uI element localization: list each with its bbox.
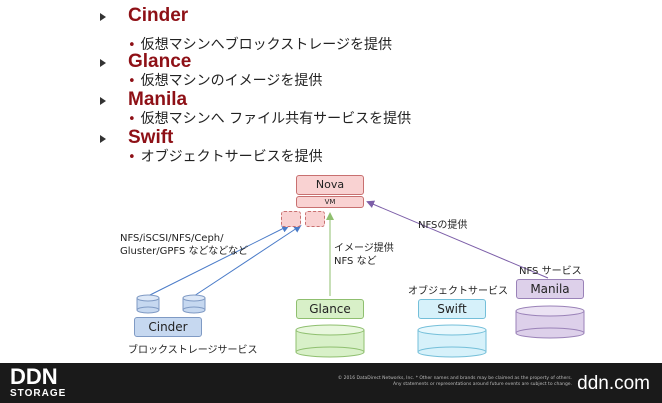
legal-line1: © 2016 DataDirect Networks, Inc. * Other…: [337, 376, 572, 381]
cinder-protocols-line2: Gluster/GPFS などなどなど: [120, 246, 249, 257]
dot-bullet-icon: •: [128, 38, 136, 53]
image-provide-line1: イメージ提供: [334, 243, 394, 254]
object-service-label: オブジェクトサービス: [408, 286, 508, 297]
triangle-bullet-icon: [100, 59, 106, 67]
cinder-protocols-line1: NFS/iSCSI/NFS/Ceph/: [120, 233, 224, 244]
cinder-box: Cinder: [134, 317, 202, 337]
cinder-arrow-left: [147, 225, 290, 297]
manila-storage-cylinder: [515, 305, 585, 339]
triangle-bullet-icon: [100, 135, 106, 143]
dot-bullet-icon: •: [128, 112, 136, 127]
architecture-diagram: [136, 200, 585, 358]
image-provide-label: イメージ提供 NFS など: [334, 242, 394, 268]
cinder-volume-cylinder-2: [182, 294, 206, 314]
dot-bullet-icon: •: [128, 74, 136, 89]
block-storage-label: ブロックストレージサービス: [128, 345, 258, 356]
nfs-service-label: NFS サービス: [519, 266, 582, 277]
bullet-heading: Swift: [128, 127, 174, 148]
triangle-bullet-icon: [100, 97, 106, 105]
manila-box: Manila: [516, 279, 584, 299]
ddn-logo-subtext: STORAGE: [10, 388, 67, 399]
bullet-description: • 仮想マシンのイメージを提供: [128, 70, 322, 90]
cinder-arrow-right: [193, 224, 302, 297]
bullet-description: • 仮想マシンへブロックストレージを提供: [128, 34, 392, 54]
glance-storage-cylinder: [295, 324, 365, 358]
bullet-heading: Cinder: [128, 5, 189, 26]
ddn-logo: DDN: [10, 364, 58, 389]
swift-storage-cylinder: [417, 324, 487, 358]
bullet-description-text: 仮想マシンへブロックストレージを提供: [140, 37, 392, 53]
bullet-description-text: オブジェクトサービスを提供: [140, 149, 323, 165]
vm-volume-2: [305, 211, 325, 227]
nova-box: Nova: [296, 175, 364, 195]
bullet-heading: Glance: [128, 51, 192, 72]
bullet-heading: Manila: [128, 89, 188, 110]
nfs-provide-label: NFSの提供: [418, 220, 468, 231]
bullet-description-text: 仮想マシンへ ファイル共有サービスを提供: [140, 111, 412, 127]
footer-legal-text: © 2016 DataDirect Networks, Inc. * Other…: [338, 376, 572, 388]
bullet-description-text: 仮想マシンのイメージを提供: [140, 73, 323, 89]
cinder-volume-cylinder-1: [136, 294, 160, 314]
dot-bullet-icon: •: [128, 150, 136, 165]
manila-arrow: [366, 200, 549, 279]
swift-box: Swift: [418, 299, 486, 319]
bullet-description: • オブジェクトサービスを提供: [128, 146, 323, 166]
cinder-protocols-label: NFS/iSCSI/NFS/Ceph/ Gluster/GPFS などなどなど: [120, 232, 248, 258]
bullet-description: • 仮想マシンへ ファイル共有サービスを提供: [128, 108, 411, 128]
vm-volume-1: [281, 211, 301, 227]
footer-url: ddn.com: [577, 373, 650, 394]
footer-bar: DDN STORAGE © 2016 DataDirect Networks, …: [0, 363, 662, 403]
glance-box: Glance: [296, 299, 364, 319]
triangle-bullet-icon: [100, 13, 106, 21]
vm-box: VM: [296, 196, 364, 208]
legal-line2: Any statements or representations around…: [392, 382, 572, 387]
image-provide-line2: NFS など: [334, 256, 377, 267]
